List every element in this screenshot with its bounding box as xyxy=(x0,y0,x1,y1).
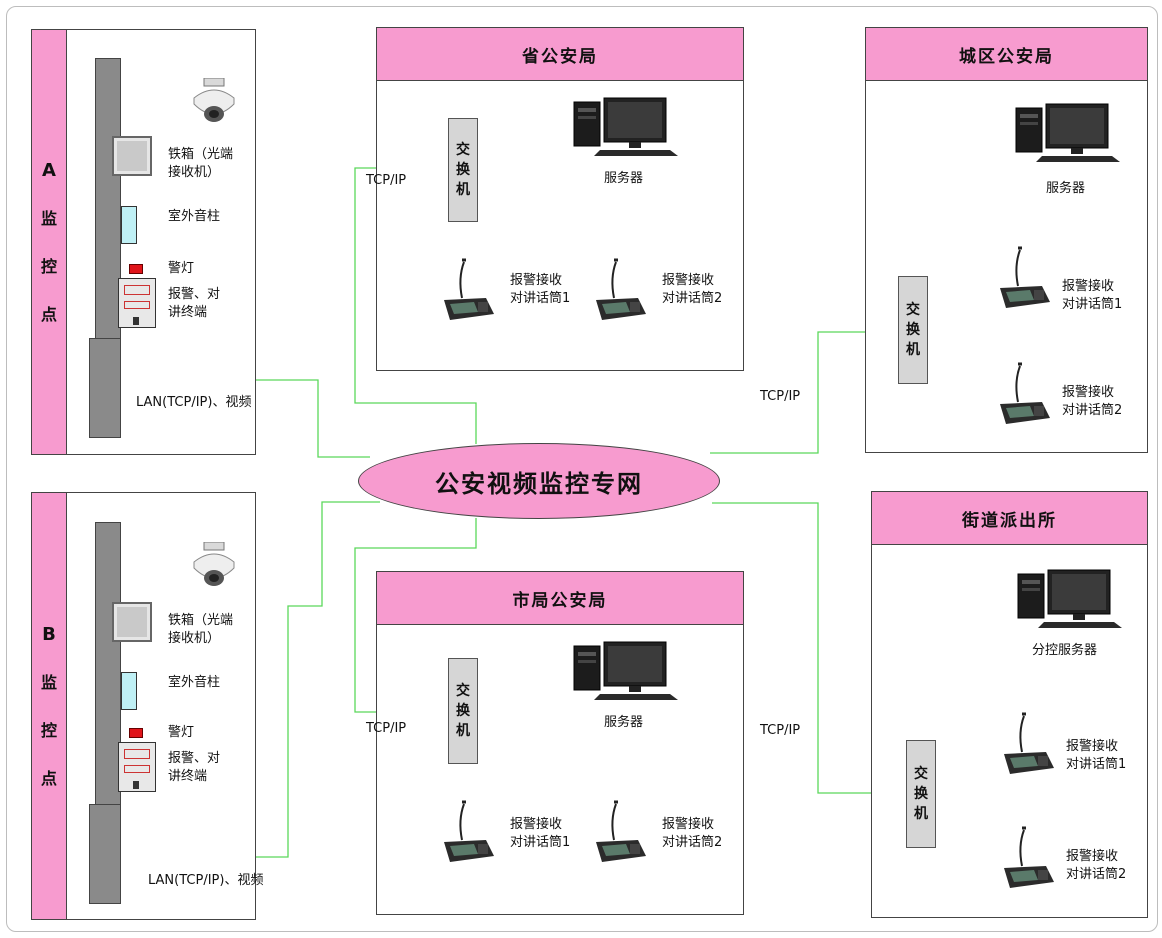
terminal-label: 报警、对 讲终端 xyxy=(168,751,221,784)
province-intercom2-label: 报警接收 对讲话筒2 xyxy=(662,273,723,306)
city-intercom1-label: 报警接收 对讲话筒1 xyxy=(510,817,571,850)
speaker-label: 室外音柱 xyxy=(168,675,221,690)
switch-char: 交 xyxy=(906,302,920,318)
switch-char: 换 xyxy=(906,322,920,338)
site-a-letter: A xyxy=(42,159,56,181)
site-b-lan-label: LAN(TCP/IP)、视频 xyxy=(148,873,264,888)
province-switch: 交 换 机 xyxy=(448,118,478,222)
switch-char: 换 xyxy=(456,703,470,719)
iron-box-icon xyxy=(112,602,152,642)
switch-char: 交 xyxy=(914,766,928,782)
district-server-label: 服务器 xyxy=(1046,181,1086,196)
street-tcpip-label: TCP/IP xyxy=(760,723,801,738)
diagram-frame xyxy=(6,6,1158,932)
site-a-pole-base xyxy=(89,338,121,438)
site-b-char-3: 点 xyxy=(40,768,57,788)
province-office-title: 省公安局 xyxy=(377,28,743,81)
site-b-char-1: 监 xyxy=(40,672,57,692)
district-tcpip-label: TCP/IP xyxy=(760,389,801,404)
police-video-network: 公安视频监控专网 xyxy=(358,443,720,519)
site-b-pole-base xyxy=(89,804,121,904)
net-line-street xyxy=(712,502,906,794)
iron-box-icon xyxy=(112,136,152,176)
dome-camera-icon xyxy=(193,542,235,586)
province-tcpip-label: TCP/IP xyxy=(366,173,407,188)
switch-char: 换 xyxy=(914,786,928,802)
lamp-label: 警灯 xyxy=(168,725,195,740)
site-a-side-label: A 监 控 点 xyxy=(32,30,67,454)
switch-char: 交 xyxy=(456,683,470,699)
street-office-title: 街道派出所 xyxy=(872,492,1147,545)
district-office-title: 城区公安局 xyxy=(866,28,1147,81)
lamp-label: 警灯 xyxy=(168,261,195,276)
city-tcpip-label: TCP/IP xyxy=(366,721,407,736)
iron-box-label: 铁箱（光端 接收机） xyxy=(168,613,234,646)
switch-char: 机 xyxy=(906,342,920,358)
street-server-label: 分控服务器 xyxy=(1032,643,1098,658)
city-office-panel: 市局公安局 xyxy=(376,571,744,915)
site-a-pole xyxy=(95,58,121,348)
switch-char: 机 xyxy=(456,723,470,739)
net-line-district xyxy=(710,331,898,454)
dome-camera-icon xyxy=(193,78,235,122)
alarm-terminal-icon xyxy=(118,742,156,792)
terminal-label: 报警、对 讲终端 xyxy=(168,287,221,320)
police-lamp-icon xyxy=(129,264,143,274)
police-lamp-icon xyxy=(129,728,143,738)
city-switch: 交 换 机 xyxy=(448,658,478,764)
site-a-lan-label: LAN(TCP/IP)、视频 xyxy=(136,395,252,410)
city-server-label: 服务器 xyxy=(604,715,644,730)
iron-box-label: 铁箱（光端 接收机） xyxy=(168,147,234,180)
district-intercom2-label: 报警接收 对讲话筒2 xyxy=(1062,385,1123,418)
district-switch: 交 换 机 xyxy=(898,276,928,384)
switch-char: 机 xyxy=(914,806,928,822)
site-a-char-1: 监 xyxy=(40,208,57,228)
outdoor-speaker-icon xyxy=(121,206,137,244)
outdoor-speaker-icon xyxy=(121,672,137,710)
site-b-pole xyxy=(95,522,121,812)
switch-char: 机 xyxy=(456,182,470,198)
alarm-terminal-icon xyxy=(118,278,156,328)
net-line-site-b xyxy=(120,501,380,858)
site-a-char-2: 控 xyxy=(40,256,57,276)
province-server-label: 服务器 xyxy=(604,171,644,186)
province-intercom1-label: 报警接收 对讲话筒1 xyxy=(510,273,571,306)
switch-char: 换 xyxy=(456,162,470,178)
network-label: 公安视频监控专网 xyxy=(435,469,643,498)
district-intercom1-label: 报警接收 对讲话筒1 xyxy=(1062,279,1123,312)
street-intercom2-label: 报警接收 对讲话筒2 xyxy=(1066,849,1127,882)
province-office-panel: 省公安局 xyxy=(376,27,744,371)
site-a-char-3: 点 xyxy=(40,304,57,324)
city-intercom2-label: 报警接收 对讲话筒2 xyxy=(662,817,723,850)
site-b-side-label: B 监 控 点 xyxy=(32,493,67,919)
site-b-letter: B xyxy=(42,623,56,645)
speaker-label: 室外音柱 xyxy=(168,209,221,224)
city-office-title: 市局公安局 xyxy=(377,572,743,625)
street-switch: 交 换 机 xyxy=(906,740,936,848)
switch-char: 交 xyxy=(456,142,470,158)
street-intercom1-label: 报警接收 对讲话筒1 xyxy=(1066,739,1127,772)
site-b-char-2: 控 xyxy=(40,720,57,740)
